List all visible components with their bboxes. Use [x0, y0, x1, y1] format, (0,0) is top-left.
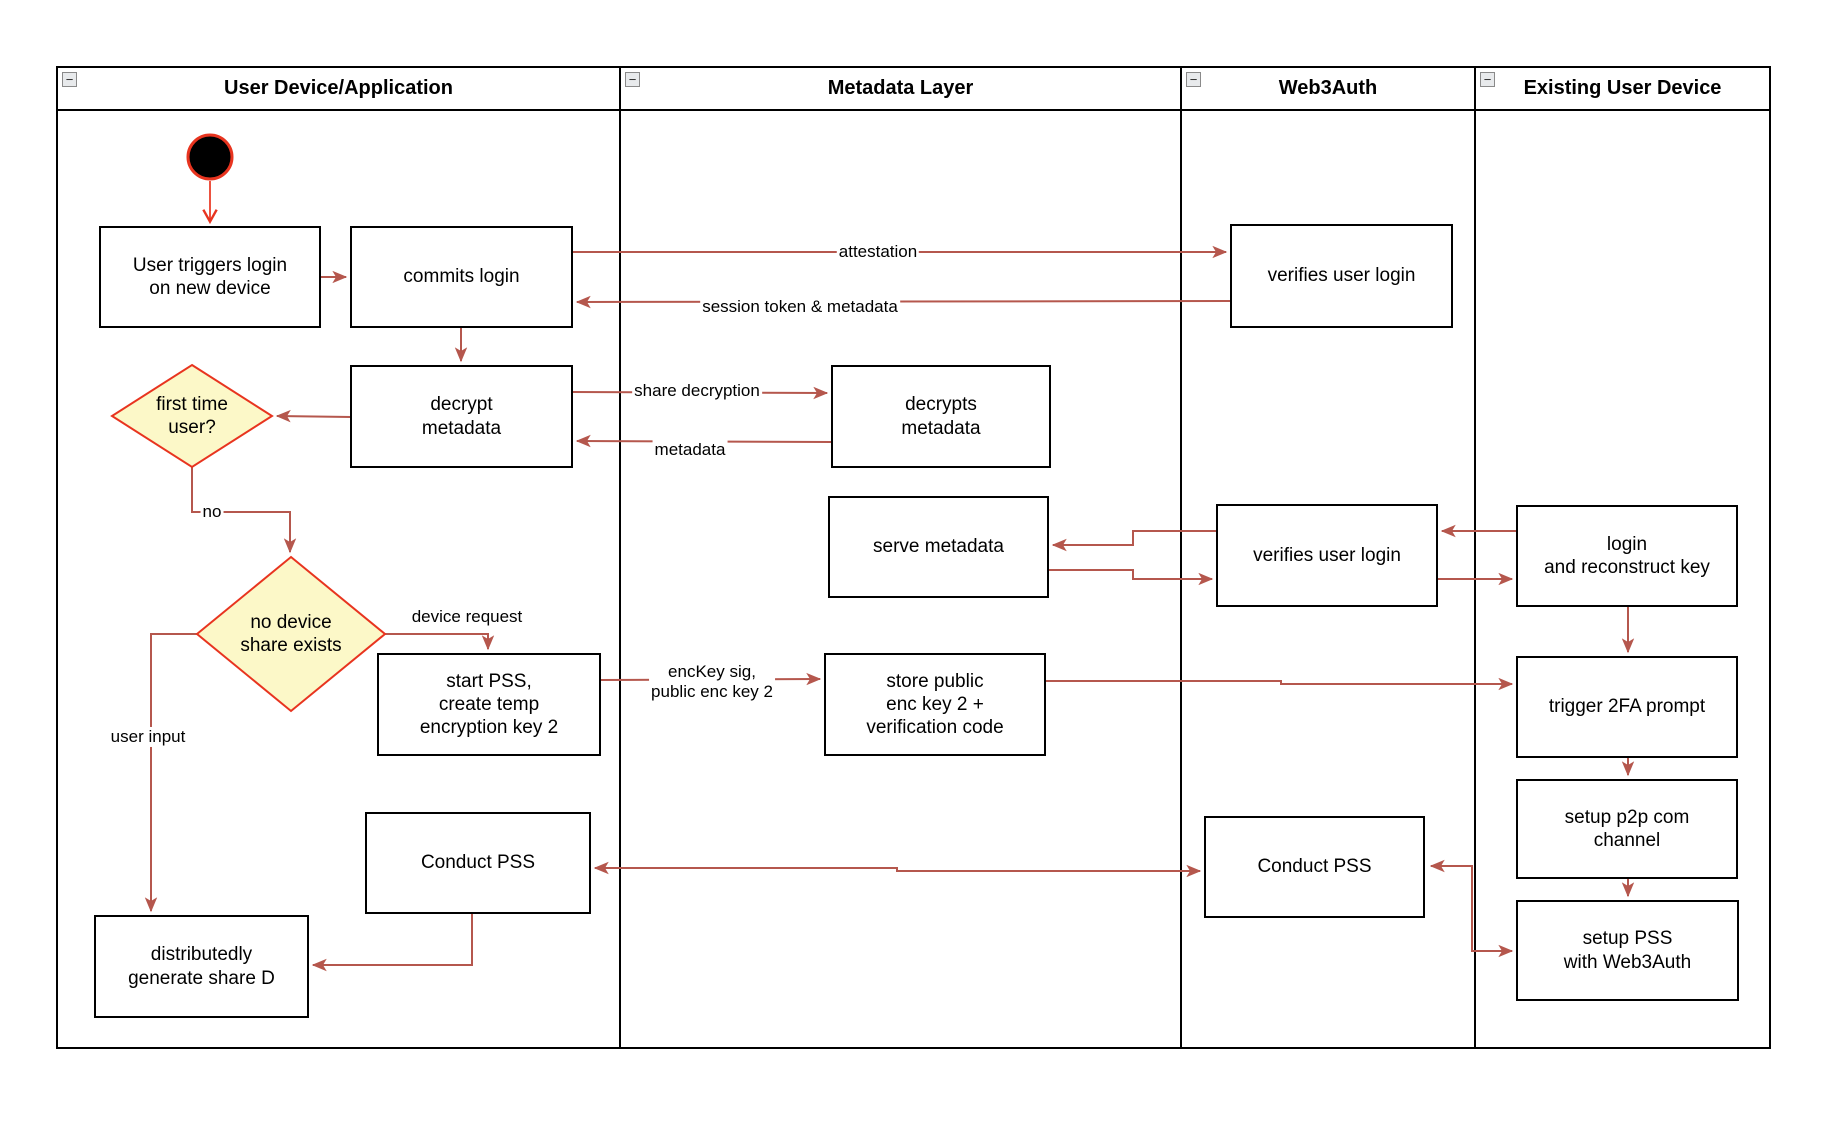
edge-decrypts-to-decrypt — [575, 434, 833, 448]
edge-conduct-pss-link — [593, 861, 1202, 878]
collapse-lane-minus-icon[interactable]: − — [625, 72, 640, 87]
edge-no-device-to-generate-share — [144, 633, 197, 913]
collapse-lane-minus-icon[interactable]: − — [1186, 72, 1201, 87]
no-device-share-exists-shape[interactable] — [195, 555, 387, 713]
verifies-user-login-mid-shape[interactable] — [1216, 504, 1438, 607]
lane-title: User Device/Application — [224, 77, 453, 99]
lane-header-existing-user-device[interactable]: − Existing User Device — [1475, 67, 1770, 110]
edge-conduct-pss-to-generate-share — [311, 913, 473, 972]
first-time-user-shape[interactable] — [110, 363, 274, 469]
edge-serve-to-verifies-mid — [1048, 569, 1214, 586]
commits-login-shape[interactable] — [350, 226, 573, 328]
verifies-user-login-top-shape[interactable] — [1230, 224, 1453, 328]
lane-title: Existing User Device — [1523, 77, 1722, 99]
setup-pss-with-web3auth-shape[interactable] — [1516, 900, 1739, 1001]
lane-title: Web3Auth — [1278, 77, 1378, 99]
edge-setup-pss-conduct-link — [1429, 859, 1514, 958]
serve-metadata-shape[interactable] — [828, 496, 1049, 598]
conduct-pss-web3auth-shape[interactable] — [1204, 816, 1425, 918]
lane-title: Metadata Layer — [827, 77, 974, 99]
pool-frame — [56, 66, 1771, 1049]
decrypts-metadata-shape[interactable] — [831, 365, 1051, 468]
edge-first-time-no-branch — [191, 467, 297, 554]
store-public-enc-key-shape[interactable] — [824, 653, 1046, 756]
setup-p2p-com-channel-shape[interactable] — [1516, 779, 1738, 879]
edge-store-public-to-trigger-2fa — [1045, 677, 1514, 691]
lane-header-user-device-application[interactable]: − User Device/Application — [57, 67, 620, 110]
user-triggers-login-shape[interactable] — [99, 226, 321, 328]
decrypt-metadata-shape[interactable] — [350, 365, 573, 468]
lane-header-metadata-layer[interactable]: − Metadata Layer — [620, 67, 1181, 110]
login-and-reconstruct-key-shape[interactable] — [1516, 505, 1738, 607]
edge-start-pss-to-store-public — [599, 672, 822, 686]
start-node-shape[interactable] — [186, 133, 234, 181]
edge-verifies-mid-to-serve — [1051, 530, 1217, 552]
lane-header-web3auth[interactable]: − Web3Auth — [1181, 67, 1475, 110]
collapse-lane-minus-icon[interactable]: − — [62, 72, 77, 87]
edge-no-device-to-start-pss — [385, 633, 495, 651]
trigger-2fa-prompt-shape[interactable] — [1516, 656, 1738, 758]
collapse-lane-minus-icon[interactable]: − — [1480, 72, 1495, 87]
conduct-pss-user-shape[interactable] — [365, 812, 591, 914]
distributedly-generate-share-d-shape[interactable] — [94, 915, 309, 1018]
start-pss-shape[interactable] — [377, 653, 601, 756]
edge-verifies-top-to-commits — [575, 295, 1232, 309]
edge-decrypt-to-decrypts — [571, 386, 829, 400]
edge-decrypt-to-first-time — [275, 409, 352, 423]
